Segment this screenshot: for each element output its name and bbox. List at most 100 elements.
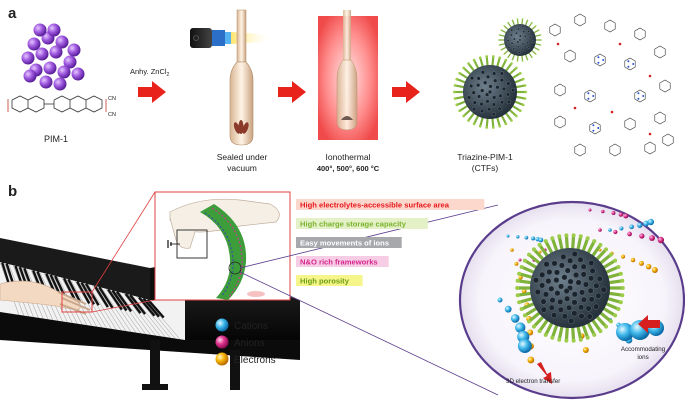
transfer-label: 3D electron transfer — [506, 378, 560, 385]
ion-sphere — [611, 211, 616, 215]
framework-ring — [624, 57, 636, 71]
legend-label: Electrons — [234, 355, 276, 366]
feature-highlight — [296, 218, 428, 229]
ion-sphere — [629, 224, 634, 230]
pim1-label: PIM-1 — [44, 134, 68, 144]
ion-sphere — [637, 222, 643, 228]
purple-sphere — [49, 45, 63, 59]
ctf-particle-large — [515, 233, 625, 343]
ion-sphere — [524, 235, 529, 240]
purple-sphere — [63, 55, 77, 69]
zoom-box-small — [61, 291, 93, 313]
purple-sphere — [43, 61, 57, 75]
cn-label-bottom: CN — [108, 112, 116, 118]
ion-sphere — [623, 213, 629, 219]
torch — [190, 28, 270, 48]
feature-highlight — [296, 275, 363, 286]
framework-ring — [662, 133, 674, 147]
panel-b-label: b — [8, 183, 17, 200]
transfer-arrows — [537, 315, 660, 384]
framework-ring — [644, 141, 656, 155]
framework-ring — [584, 89, 596, 103]
ion-sphere — [613, 229, 618, 235]
feature-highlight — [296, 256, 389, 267]
ion-sphere — [651, 267, 658, 273]
ion-sphere — [497, 297, 503, 303]
ion-sphere — [647, 218, 655, 226]
purple-sphere — [71, 67, 85, 81]
ion-sphere — [657, 236, 665, 244]
framework-ring — [549, 23, 561, 37]
ion-sphere — [506, 234, 510, 238]
ctf-sphere — [453, 55, 527, 129]
framework-ring — [564, 49, 576, 63]
ion-sphere — [510, 314, 520, 323]
framework-ring — [594, 53, 606, 67]
feature-list: High electrolytes-accessible surface are… — [296, 199, 485, 286]
ion-sphere — [538, 237, 544, 243]
ctf-particle-core — [515, 233, 625, 343]
purple-sphere — [67, 43, 81, 57]
iono-label-line1: Ionothermal — [326, 152, 371, 162]
framework-ring — [609, 143, 621, 157]
framework-ring — [574, 13, 586, 27]
ion-sphere — [521, 288, 527, 294]
purple-sphere — [47, 23, 61, 37]
ion-sphere — [618, 212, 624, 217]
feature-text: Easy movements of ions — [300, 238, 389, 247]
legend-swatch — [215, 318, 229, 332]
framework-ring — [634, 89, 646, 103]
accommodating-label-line1: Accommodating — [621, 346, 666, 353]
purple-sphere — [55, 35, 69, 49]
ctf-sphere — [498, 18, 542, 62]
purple-sphere — [27, 37, 41, 51]
ion-sphere — [619, 226, 624, 231]
framework-ring — [554, 83, 566, 97]
ion-sphere — [643, 220, 649, 227]
feature-text: High charge storage capacity — [300, 219, 407, 228]
legend-swatch — [215, 352, 229, 366]
sealed-label-line1: Sealed under — [217, 152, 268, 162]
ion-sphere — [582, 347, 589, 353]
ion-sphere — [608, 228, 612, 232]
feature-text: N&O rich frameworks — [300, 257, 378, 266]
ion-sphere — [649, 235, 655, 241]
ion-sphere — [514, 261, 519, 266]
reagent-label: Anhy. ZnCl2 — [130, 67, 170, 78]
ion-sphere — [639, 233, 645, 239]
ion-sphere — [515, 322, 526, 333]
product-label-line2: (CTFs) — [472, 163, 499, 173]
ion-sphere — [638, 260, 644, 266]
ion-sphere — [516, 235, 520, 239]
accommodated-ion — [616, 323, 634, 341]
ion-sphere — [527, 356, 535, 364]
legend-label: Anions — [234, 338, 265, 349]
ion-sphere — [627, 231, 632, 237]
feature-highlight — [296, 237, 402, 248]
arrow-1 — [138, 81, 166, 103]
ion-sphere — [518, 258, 522, 262]
ion-sphere — [630, 257, 636, 263]
ion-sphere — [504, 305, 512, 313]
ion-sphere — [518, 275, 523, 280]
panel-a-label: a — [8, 5, 17, 22]
feature-text: High electrolytes-accessible surface are… — [300, 200, 450, 209]
ion-sphere — [645, 263, 652, 270]
framework-ring — [589, 121, 601, 135]
ion-sphere — [598, 228, 602, 232]
framework-ring — [624, 117, 636, 131]
ion-sphere — [510, 248, 514, 252]
hand-on-piano — [0, 280, 91, 315]
triazine-pim1-particles — [453, 18, 542, 129]
purple-sphere — [57, 65, 71, 79]
pim1-structure — [7, 95, 107, 113]
purple-sphere — [21, 51, 35, 65]
framework-ring — [554, 115, 566, 129]
product-label-line1: Triazine-PIM-1 — [457, 152, 513, 162]
ion-sphere — [588, 208, 592, 212]
iono-label-line2: 400°, 500°, 600 °C — [317, 164, 380, 173]
pim1-sphere-cluster — [21, 23, 85, 91]
framework-ring — [654, 45, 666, 59]
